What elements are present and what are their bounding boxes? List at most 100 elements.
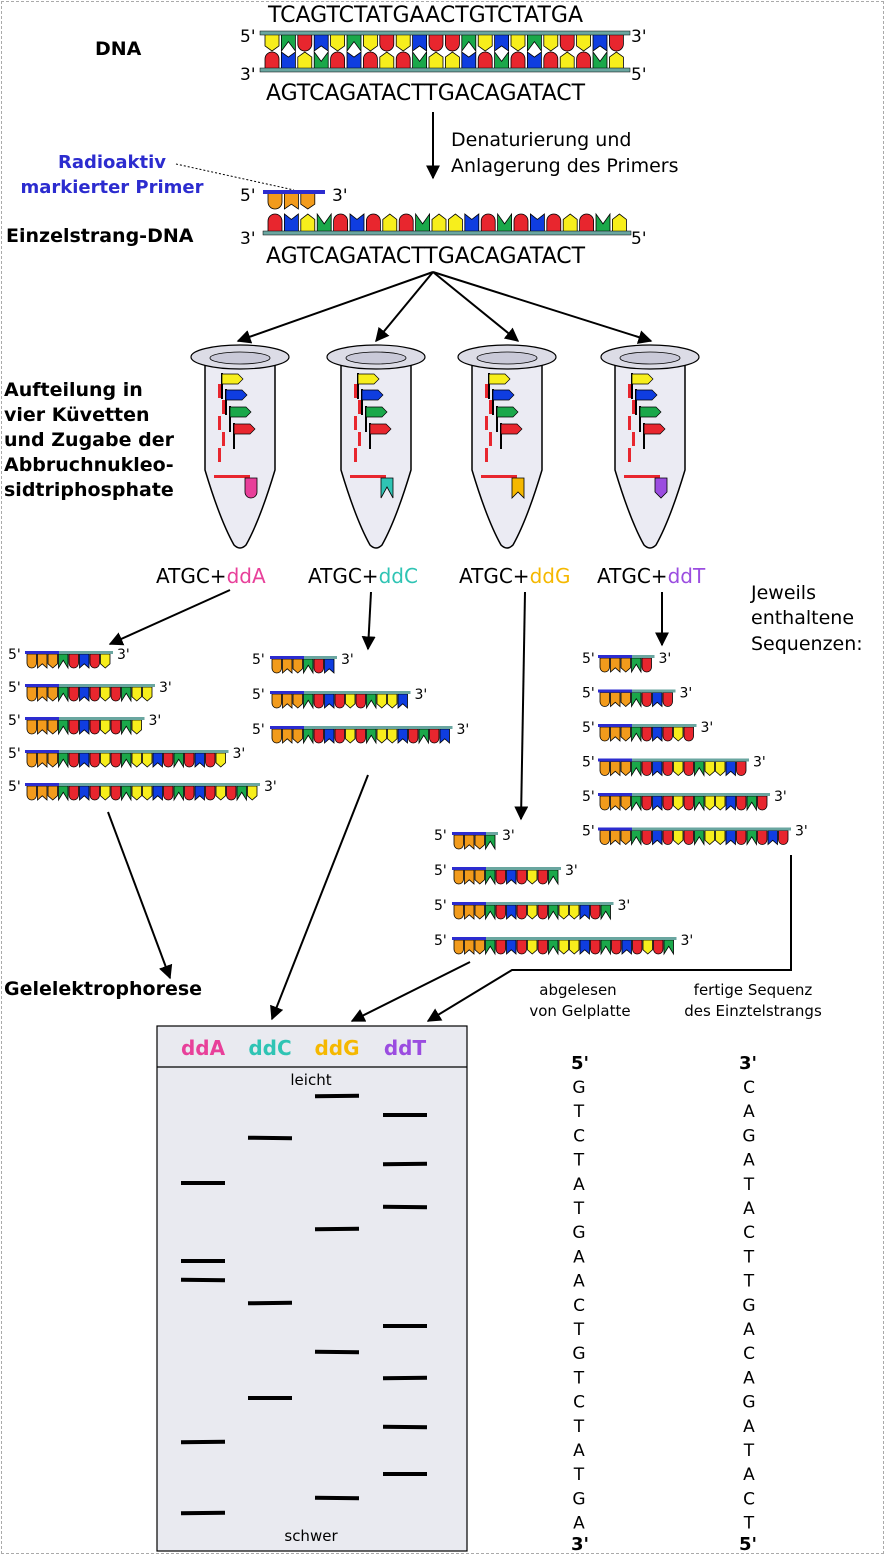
read-base: T [573,1102,585,1122]
contained-label-2: enthaltene [751,607,854,629]
gel-band-A [180,1277,226,1283]
fragment-5-prime: 5' [8,680,21,696]
base-top-17 [543,33,559,52]
read-base: C [573,1126,585,1146]
fragment-base [79,719,90,735]
nucleotide-flag-C [229,406,252,418]
fragment-base [704,761,715,777]
fragment-base [26,752,37,768]
base-bottom-19 [576,51,591,70]
base-bottom-0 [264,51,280,70]
fragment-base [282,658,293,674]
base-top-14 [494,33,509,52]
fragment-backbone [304,726,453,729]
fragment-base [453,939,464,955]
fragment-backbone [486,867,561,870]
fragment-3-prime: 3' [774,789,787,805]
stem [485,384,488,398]
arrow-fragments-c [361,591,376,651]
read-base: A [573,1272,585,1292]
fragment-base [453,869,464,885]
top-backbone [259,30,631,36]
fragment-base [516,939,527,955]
fragment-base [79,653,90,669]
fragment-base [620,761,631,777]
fragment-base [746,795,757,812]
fragment-primer-line [598,827,632,831]
fragment-base [641,657,652,673]
fragment-base [662,795,673,811]
single-base-16 [530,213,545,233]
fragment-base [464,869,475,885]
fragment-base [474,939,485,955]
base-bottom-13 [477,51,493,70]
fragment-base [418,728,429,745]
fragment-5-prime: 5' [434,933,447,949]
base-bottom-2 [297,51,313,70]
fragment-3-prime: 3' [701,720,714,736]
dna-label: DNA [95,38,142,60]
fragment-base [121,686,132,703]
fragment-base [548,939,559,956]
fragment-5-prime: 5' [434,863,447,879]
single-strand-dna: 5'3'3'5'AGTCAGATACTTGACAGATACT [240,186,647,269]
fragment-base [334,728,345,744]
fragment-ddA-2: 5'3' [8,713,161,736]
cuvette-body [471,359,543,549]
fragments-ddA: 5'3'5'3'5'3'5'3'5'3' [8,647,277,802]
nucleotide-flag-T [488,373,511,385]
primer-base-0 [267,192,283,210]
base-bottom-8 [395,51,411,70]
gel-band-A [180,1439,226,1445]
fragment-base [610,830,621,846]
fragment-ddG-2: 5'3' [434,898,630,921]
fragment-base [621,939,632,955]
base-bottom-5 [346,51,362,70]
arrow-fragments-a [108,589,231,646]
base-bottom-12 [461,51,477,70]
fragment-base [599,726,610,742]
fragment-base [397,693,408,709]
base-bottom-10 [428,51,444,70]
dd-nucleotide-ddG [511,477,525,499]
fragment-base [355,728,366,744]
nucleotide-flag-G [492,389,515,401]
fragment-base [131,686,142,702]
final-base: C [743,1223,755,1243]
dd-nucleotide-ddA [244,477,258,499]
base-bottom-17 [543,51,559,70]
fragment-base [506,939,517,955]
fragment-base [26,719,37,735]
fragment-ddC-0: 5'3' [252,652,354,675]
stem [218,384,221,398]
fragment-base [100,653,111,669]
fragment-3-prime: 3' [659,651,672,667]
fragment-5-prime: 5' [8,713,21,729]
fragment-base [683,830,694,845]
fragment-3-prime: 3' [117,647,130,663]
fragment-base [131,752,142,768]
final-base: A [743,1102,755,1122]
fragment-base [610,657,621,673]
fragment-base [506,869,517,885]
fragment-base [271,658,282,674]
final-base: C [743,1489,755,1509]
fragment-3-prime: 3' [681,933,694,949]
final-label-1: fertige Sequenz [694,981,813,999]
fragment-base [68,653,79,669]
fragment-base [464,904,475,920]
read-base: T [573,1368,585,1388]
fragment-base [631,761,642,777]
fragment-base [599,692,610,707]
gel-band-T [383,1324,427,1328]
fragment-ddT-2: 5'3' [582,720,714,743]
base-top-5 [346,33,362,53]
fragment-base [673,830,684,846]
fragment-base [89,785,100,801]
base-top-1 [281,33,296,53]
gel-band-G [314,1349,360,1355]
fragment-base [673,726,684,742]
fragment-base [778,830,789,845]
fragment-base [26,653,37,669]
